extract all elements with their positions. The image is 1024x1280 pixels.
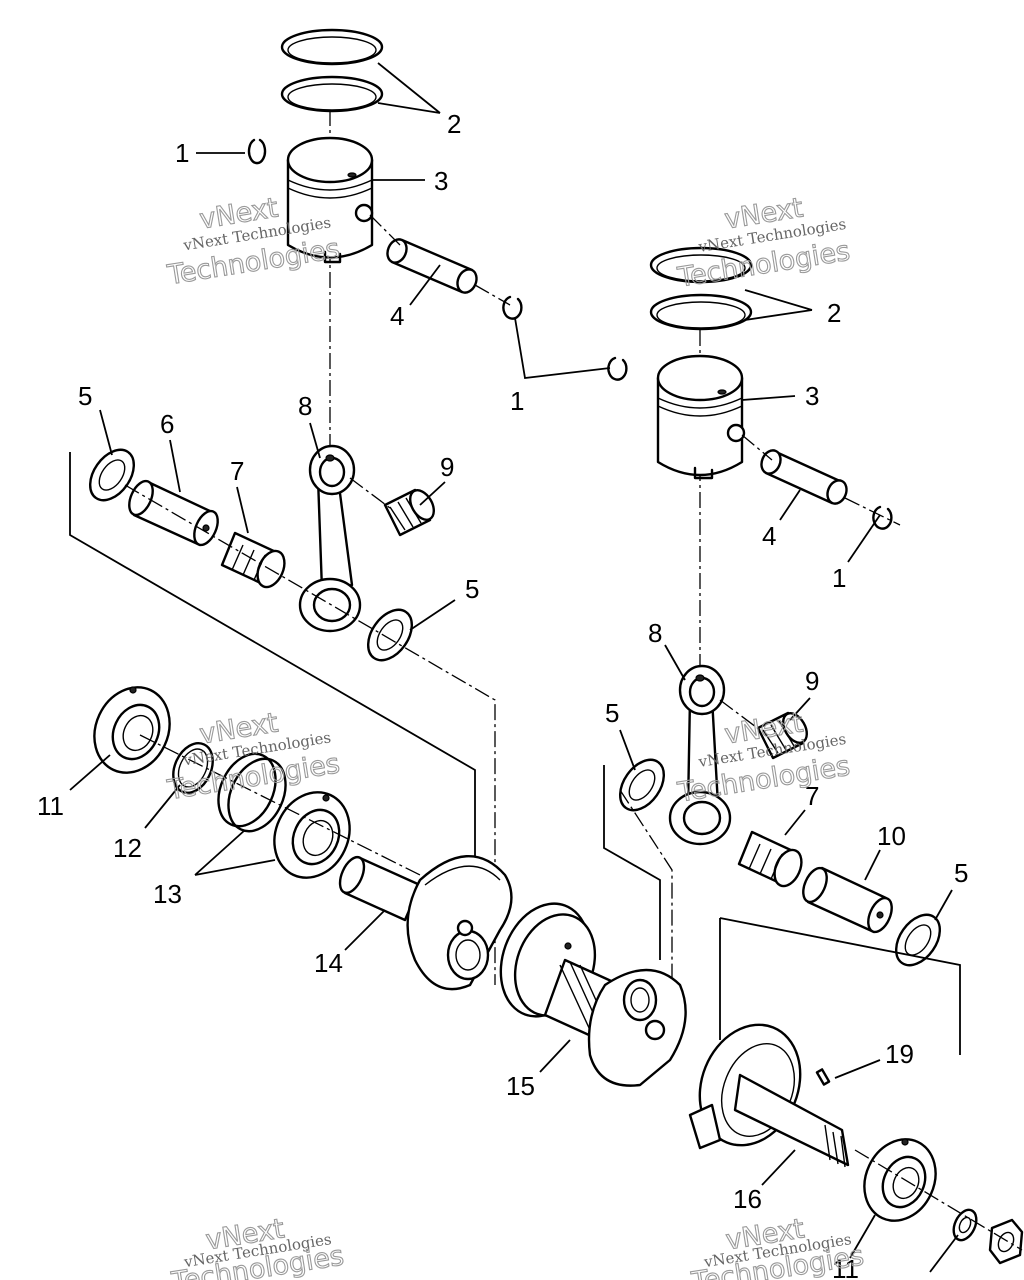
ball-bearing-right — [863, 1138, 937, 1222]
callout-2a: 2 — [447, 109, 461, 139]
callout-2b: 2 — [827, 298, 841, 328]
callout-12: 12 — [113, 833, 142, 863]
pin-axis-left — [369, 214, 401, 246]
circlip-left-top — [247, 138, 267, 165]
crank-pin-right — [802, 866, 893, 934]
axis-main-right — [854, 1149, 1023, 1251]
callout-1a: 1 — [175, 138, 189, 168]
pin-axis-right — [741, 434, 773, 461]
callout-14: 14 — [314, 948, 343, 978]
callout-19: 19 — [885, 1039, 914, 1069]
callout-8b: 8 — [648, 618, 662, 648]
connecting-rod-left — [298, 444, 362, 633]
callout-9a: 9 — [440, 452, 454, 482]
axis-right-crank — [619, 789, 673, 985]
watermark-5: vNext vNext Technologies Technologies — [168, 1213, 346, 1280]
watermark-2: vNext vNext Technologies Technologies — [674, 192, 852, 294]
callout-3b: 3 — [805, 381, 819, 411]
thrust-washer-left-bottom — [366, 608, 414, 662]
callout-11a: 11 — [37, 791, 64, 821]
callout-7b: 7 — [805, 781, 819, 811]
circlip-right-top — [607, 356, 628, 381]
pin-axis-right-2 — [844, 497, 901, 526]
callout-1c: 1 — [832, 563, 846, 593]
piston-rings-left — [280, 28, 384, 113]
wrist-pin-left — [386, 238, 478, 294]
callout-4a: 4 — [390, 301, 404, 331]
thrust-washer-right-bottom — [894, 913, 942, 967]
callout-7a: 7 — [230, 456, 244, 486]
bracket-right-crank — [603, 765, 661, 960]
wrist-pin-right — [760, 449, 848, 505]
key-pin — [815, 1068, 831, 1086]
nut-right — [988, 1218, 1024, 1265]
leader-circlip-shared — [514, 317, 611, 379]
callout-10: 10 — [877, 821, 906, 851]
leader-lines — [69, 62, 959, 1273]
callout-5d: 5 — [954, 858, 968, 888]
needle-bearing-large-left — [220, 531, 286, 589]
crankshaft-right-half — [688, 1023, 850, 1168]
circlip-right-bottom — [872, 505, 893, 530]
callout-11b: 11 — [832, 1254, 859, 1280]
crankshaft-left-half — [338, 855, 513, 991]
ball-bearing-left-outer — [93, 686, 171, 774]
callout-5b: 5 — [465, 574, 479, 604]
watermark-3: vNext vNext Technologies Technologies — [164, 707, 342, 807]
axis-left-crank — [124, 484, 496, 985]
piston-left — [286, 136, 374, 264]
needle-bearing-large-right — [737, 830, 803, 888]
needle-bearing-small-left — [383, 488, 435, 537]
thrust-washer-right-top — [618, 758, 666, 812]
callout-4b: 4 — [762, 521, 776, 551]
bracket-right-flywheel — [719, 917, 961, 1055]
callout-6: 6 — [160, 409, 174, 439]
needle-bearing-small-right — [756, 711, 808, 760]
ball-bearing-left-inner — [273, 791, 351, 879]
axis-main-left — [139, 734, 471, 901]
callout-9b: 9 — [805, 666, 819, 696]
crankshaft-center-section — [499, 902, 687, 1087]
piston-rings-right — [649, 246, 753, 331]
seal-ring-left — [172, 742, 214, 794]
connecting-rod-right — [668, 664, 732, 846]
watermark-6: vNext vNext Technologies Technologies — [688, 1213, 866, 1280]
axis-rod-right-small-end — [719, 699, 761, 731]
callout-16: 16 — [733, 1184, 762, 1214]
callout-1b: 1 — [510, 386, 524, 416]
callout-5c: 5 — [605, 698, 619, 728]
callout-3a: 3 — [434, 166, 448, 196]
axis-rod-left-small-end — [349, 477, 391, 509]
callout-labels: 1 2 3 4 5 6 7 8 9 1 2 3 4 1 8 9 5 5 7 10… — [37, 109, 968, 1280]
callout-5a: 5 — [78, 381, 92, 411]
callout-8a: 8 — [298, 391, 312, 421]
callout-13: 13 — [153, 879, 182, 909]
circlip-left-mid — [502, 295, 523, 320]
callout-15: 15 — [506, 1071, 535, 1101]
washer-right — [952, 1208, 978, 1242]
piston-right — [656, 354, 746, 480]
